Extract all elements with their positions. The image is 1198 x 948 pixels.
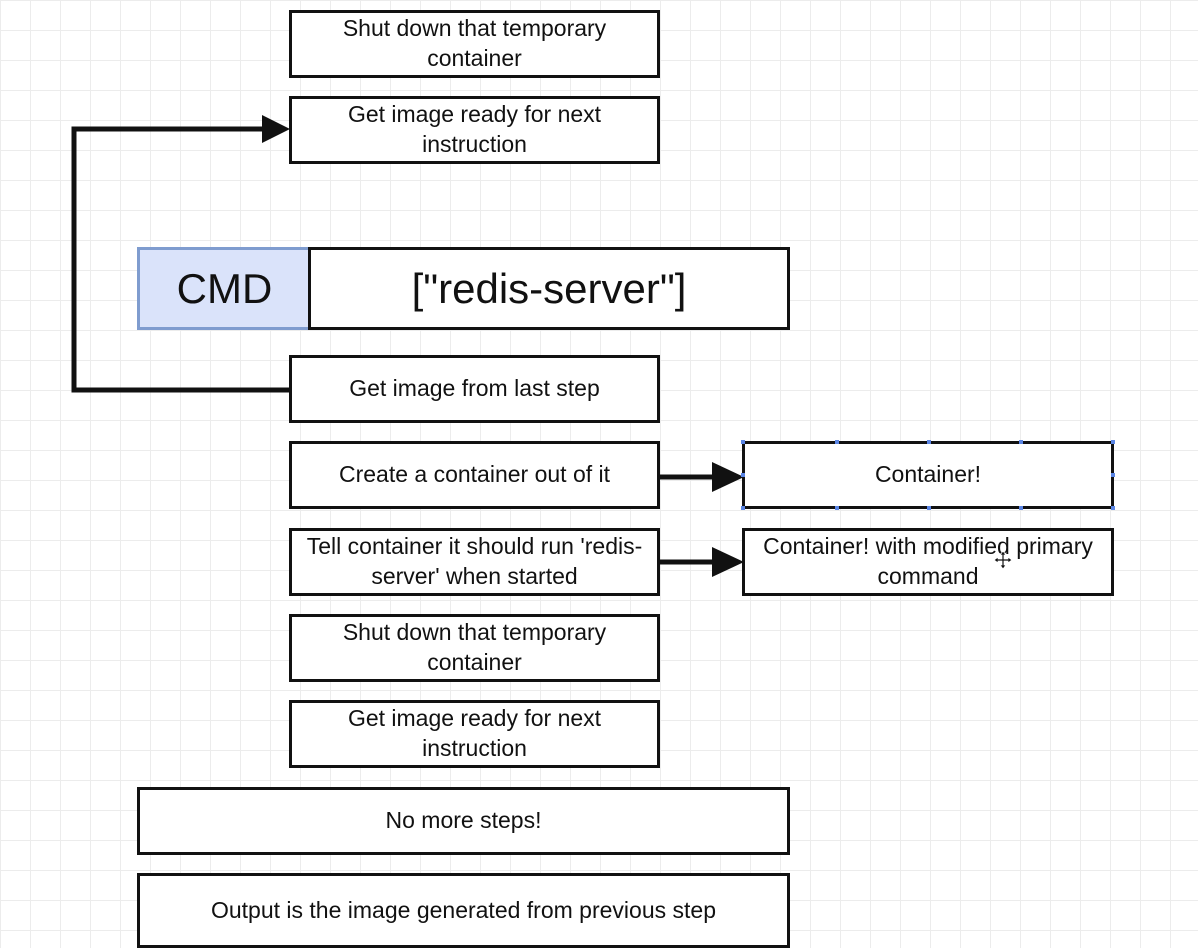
selection-handle[interactable]	[741, 440, 745, 444]
instruction-argument: ["redis-server"]	[411, 264, 687, 312]
step-shutdown-top[interactable]: Shut down that temporary container	[289, 10, 660, 78]
result-modified-container-box[interactable]: Container! with modified primary command	[742, 528, 1114, 596]
instruction-argument-cell[interactable]: ["redis-server"]	[308, 247, 790, 330]
step-create-container-label: Create a container out of it	[338, 461, 611, 488]
selection-handle[interactable]	[927, 440, 931, 444]
selection-handle[interactable]	[835, 506, 839, 510]
step-shutdown[interactable]: Shut down that temporary container	[289, 614, 660, 682]
step-get-image[interactable]: Get image from last step	[289, 355, 660, 423]
selection-handle[interactable]	[741, 506, 745, 510]
no-more-steps-box[interactable]: No more steps!	[137, 787, 790, 855]
step-get-image-label: Get image from last step	[349, 375, 600, 402]
selection-handle[interactable]	[1111, 440, 1115, 444]
no-more-steps-label: No more steps!	[385, 807, 542, 834]
output-label: Output is the image generated from previ…	[210, 897, 716, 923]
instruction-keyword: CMD	[176, 264, 273, 312]
step-tell-container-label: Tell container it should run 'redis-serv…	[306, 533, 643, 589]
step-ready[interactable]: Get image ready for next instruction	[289, 700, 660, 768]
step-shutdown-label: Shut down that temporary container	[342, 619, 607, 675]
step-tell-container[interactable]: Tell container it should run 'redis-serv…	[289, 528, 660, 596]
step-shutdown-top-label: Shut down that temporary container	[342, 15, 607, 71]
step-ready-label: Get image ready for next instruction	[347, 705, 602, 761]
selection-handle[interactable]	[927, 506, 931, 510]
step-ready-top-label: Get image ready for next instruction	[347, 101, 602, 157]
selection-handle[interactable]	[1019, 440, 1023, 444]
create-to-container-arrowhead	[712, 462, 744, 492]
step-create-container[interactable]: Create a container out of it	[289, 441, 660, 509]
output-box[interactable]: Output is the image generated from previ…	[137, 873, 790, 948]
selection-handle[interactable]	[1111, 473, 1115, 477]
selection-handle[interactable]	[1111, 506, 1115, 510]
result-modified-container-label: Container! with modified primary command	[763, 533, 1093, 589]
step-ready-top[interactable]: Get image ready for next instruction	[289, 96, 660, 164]
selection-handle[interactable]	[1019, 506, 1023, 510]
selection-handle[interactable]	[741, 473, 745, 477]
move-cursor-icon	[993, 550, 1013, 570]
result-container-label: Container!	[874, 461, 982, 488]
selection-handle[interactable]	[835, 440, 839, 444]
tell-to-modified-arrowhead	[712, 547, 744, 577]
instruction-keyword-cell[interactable]: CMD	[137, 247, 312, 330]
result-container-box[interactable]: Container!	[742, 441, 1114, 509]
loop-back-arrowhead	[262, 115, 290, 143]
